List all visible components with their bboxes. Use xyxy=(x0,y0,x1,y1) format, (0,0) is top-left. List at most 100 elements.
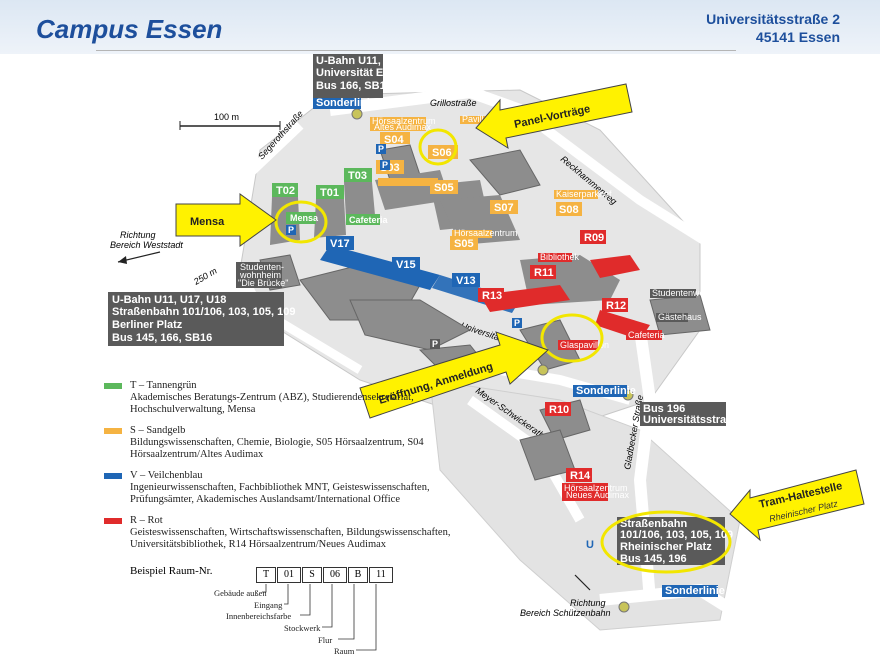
legend-head: T – Tannengrün xyxy=(130,380,197,391)
building-S08[interactable]: S08 xyxy=(559,204,579,216)
building-S05[interactable]: S05 xyxy=(434,182,454,194)
building-S04[interactable]: S04 xyxy=(384,134,404,146)
label-kaiserparkhof: Kaiserparkhof xyxy=(556,189,612,199)
address-city: 45141 Essen xyxy=(755,29,840,45)
building-S05-hoersaal[interactable]: S05 xyxy=(454,238,474,250)
legend-head: S – Sandgelb xyxy=(130,425,186,436)
room-part-stockwerk: Stockwerk xyxy=(284,623,321,633)
sonderlinie-box-bottom xyxy=(662,585,718,597)
label-box-gaestehaus xyxy=(656,313,688,322)
legend-item-r: R – Rot Geisteswissenschaften, Wirtschaf… xyxy=(104,515,474,551)
transit-berliner-1: U-Bahn U11, U17, U18 xyxy=(112,294,226,306)
label-bibliothek: Bibliothek xyxy=(540,252,580,262)
transit-rheinischer-4: Bus 145, 196 xyxy=(620,553,687,565)
callout-mensa: Mensa xyxy=(190,216,225,228)
legend-head: R – Rot xyxy=(130,515,163,526)
room-example-boxes: T 01 S 06 B 11 xyxy=(256,567,394,583)
label-studentenwerk: Studentenwerk xyxy=(652,288,713,298)
building-V15[interactable]: V15 xyxy=(396,259,416,271)
building-R12[interactable]: R12 xyxy=(606,300,626,312)
sonderlinie-mid: Sonderlinie xyxy=(576,385,636,397)
building-mensa[interactable]: Mensa xyxy=(290,213,319,223)
label-cafeteria-2: Cafeteria xyxy=(628,330,665,340)
building-T02[interactable]: T02 xyxy=(276,185,295,197)
building-R11[interactable]: R11 xyxy=(534,267,554,279)
legend-swatch-green xyxy=(104,383,122,389)
parking-icon: P xyxy=(432,339,438,349)
room-example-label: Beispiel Raum-Nr. xyxy=(130,565,213,577)
label-box-wohnheim xyxy=(236,262,282,288)
building-S06[interactable]: S06 xyxy=(432,147,452,159)
parking-icon: P xyxy=(288,225,294,235)
street-grillo: Grillostraße xyxy=(430,98,477,108)
label-box-studentenwerk xyxy=(650,289,696,298)
room-box: T xyxy=(256,567,276,583)
building-R14[interactable]: R14 xyxy=(570,470,591,482)
room-part-raum: Raum xyxy=(334,646,355,656)
callout-arrow-panel xyxy=(475,83,633,150)
green-buildings xyxy=(270,168,380,245)
legend-item-s: S – Sandgelb Bildungswissenschaften, Che… xyxy=(104,425,474,461)
sonderlinie-box-mid xyxy=(573,385,627,397)
road-grillo xyxy=(329,85,523,116)
label-glaspavillon[interactable]: Glaspavillon xyxy=(560,340,609,350)
red-buildings xyxy=(478,230,662,501)
label-wohnheim-1: Studenten- xyxy=(240,262,284,272)
building-cafeteria-1[interactable]: Cafeteria xyxy=(349,215,389,225)
address: Universitätsstraße 2 45141 Essen xyxy=(706,10,840,46)
callout-arrow-eroeffnung xyxy=(359,331,549,419)
room-box: 11 xyxy=(369,567,393,583)
room-part-eingang: Eingang xyxy=(254,600,283,610)
header-divider xyxy=(96,50,736,51)
legend-head: V – Veilchenblau xyxy=(130,470,203,481)
transit-bus196-1: Bus 196 xyxy=(643,403,685,415)
callout-arrow-mensa xyxy=(175,193,277,247)
legend-item-t: T – Tannengrün Akademisches Beratungs-Ze… xyxy=(104,380,474,416)
room-box: B xyxy=(348,567,368,583)
direction-weststadt-1: Richtung xyxy=(120,230,156,240)
room-box: 06 xyxy=(323,567,347,583)
transit-berliner-3: Berliner Platz xyxy=(112,319,183,331)
building-V13[interactable]: V13 xyxy=(456,275,476,287)
scale-label: 100 m xyxy=(214,112,239,122)
label-pavillon: Pavillon xyxy=(462,114,494,124)
legend-text: Geisteswissenschaften, Wirtschaftswissen… xyxy=(130,527,451,550)
building-S07[interactable]: S07 xyxy=(494,202,514,214)
direction-schuetzen-2: Bereich Schützenbahn xyxy=(520,608,611,618)
room-box: 01 xyxy=(277,567,301,583)
legend-swatch-red xyxy=(104,518,122,524)
transit-berliner-4: Bus 145, 166, SB16 xyxy=(112,332,212,344)
legend-item-v: V – Veilchenblau Ingenieurwissenschaften… xyxy=(104,470,474,506)
building-T03[interactable]: T03 xyxy=(348,170,367,182)
sonderlinie-bottom: Sonderlinie xyxy=(665,585,725,597)
label-hoersaal-1a: Hörsaalzentrum xyxy=(372,116,436,126)
transit-north-3: Bus 166, SB16 xyxy=(316,80,392,92)
transit-box-bus196 xyxy=(640,402,726,426)
legend-text: Ingenieurwissenschaften, Fachbibliothek … xyxy=(130,482,430,505)
parking-icons xyxy=(286,144,522,349)
page-title: Campus Essen xyxy=(36,14,223,44)
transit-rheinischer-3: Rheinischer Platz xyxy=(620,541,712,553)
road-reckhammer xyxy=(517,106,723,255)
parking-icon: P xyxy=(382,160,388,170)
legend-text: Bildungswissenschaften, Chemie, Biologie… xyxy=(130,437,424,460)
room-part-gebaeude: Gebäude außen xyxy=(214,588,267,598)
label-wohnheim-2: wohnheim xyxy=(239,270,281,280)
legend-swatch-yellow xyxy=(104,428,122,434)
building-T01[interactable]: T01 xyxy=(320,187,339,199)
label-hoersaal-2: Hörsaalzentrum xyxy=(454,228,518,238)
building-R13[interactable]: R13 xyxy=(482,290,502,302)
transit-rheinischer-1: Straßenbahn xyxy=(620,518,688,530)
room-part-flur: Flur xyxy=(318,635,333,645)
transit-bus196-2: Universitätsstraße xyxy=(643,414,739,426)
building-R09[interactable]: R09 xyxy=(584,232,604,244)
label-gaestehaus: Gästehaus xyxy=(658,312,702,322)
direction-weststadt-2: Bereich Weststadt xyxy=(110,240,183,250)
transit-berliner-2: Straßenbahn 101/106, 103, 105, 109 xyxy=(112,306,295,318)
building-V17[interactable]: V17 xyxy=(330,238,350,250)
label-hoersaal-1b: Altes Audimax xyxy=(374,122,432,132)
header-bar xyxy=(0,0,880,54)
building-R10[interactable]: R10 xyxy=(549,404,569,416)
